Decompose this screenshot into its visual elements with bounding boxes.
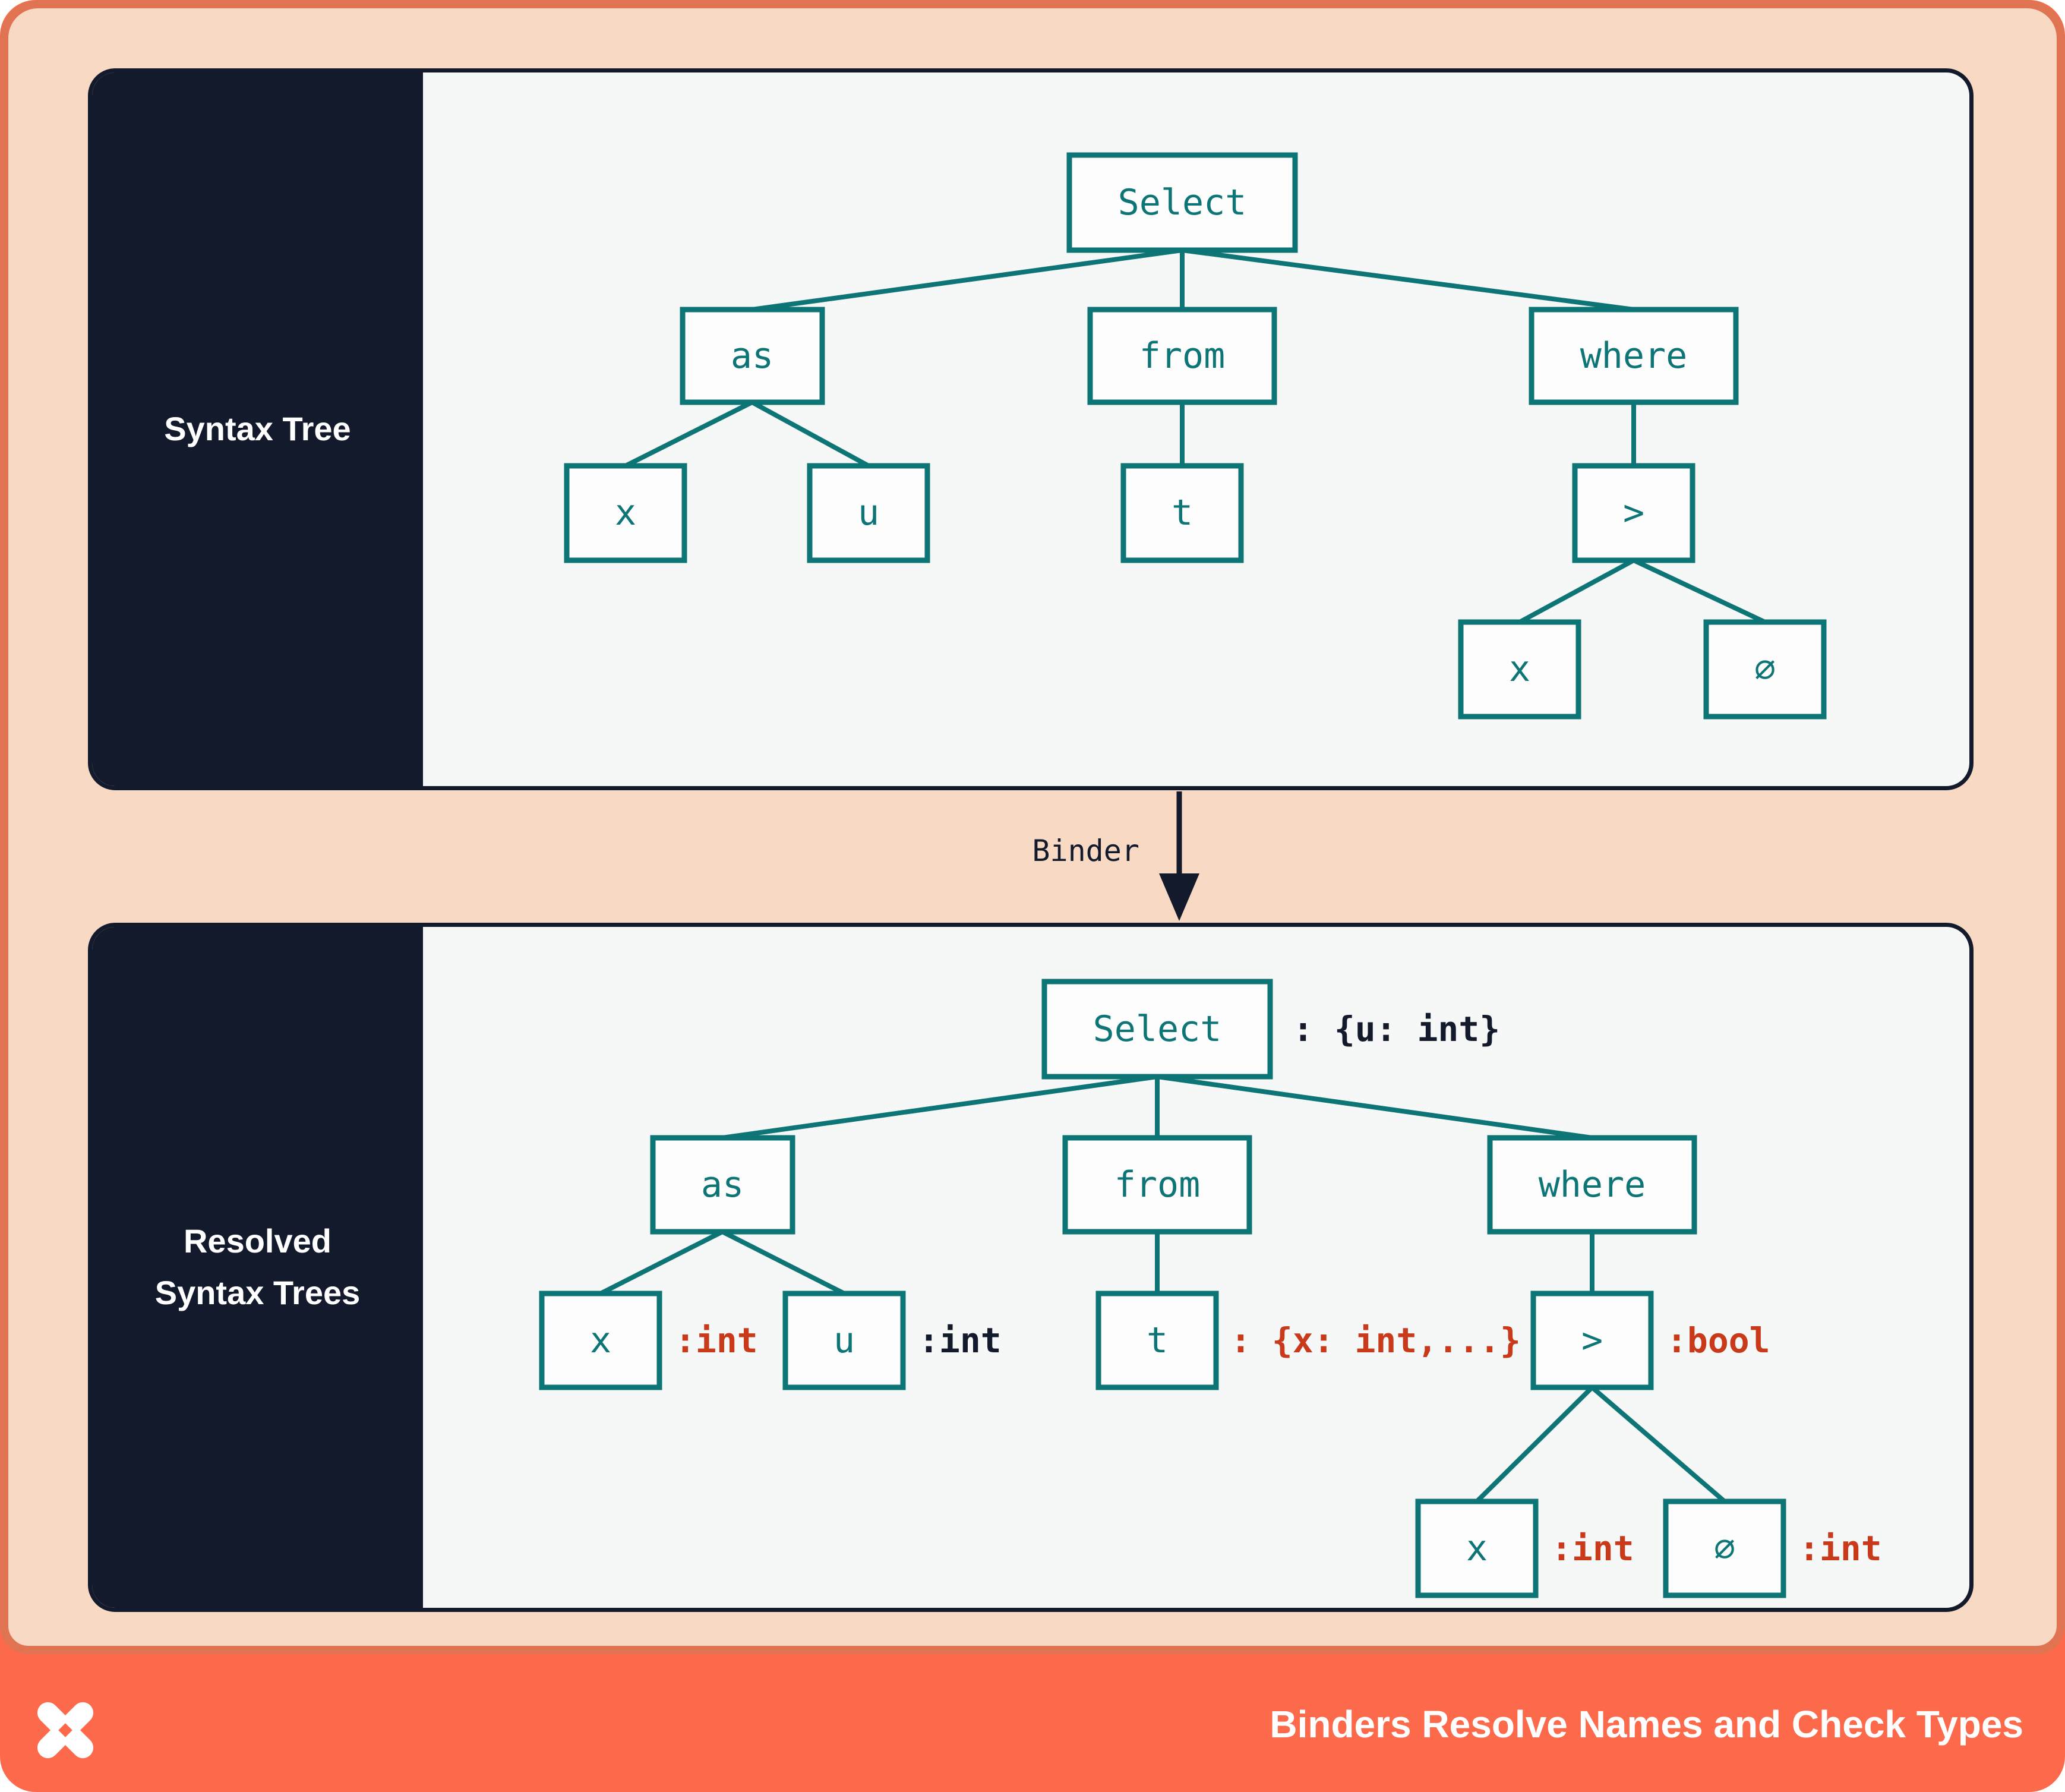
footer-title: Binders Resolve Names and Check Types — [1270, 1703, 2023, 1746]
node-box-t — [1095, 1291, 1219, 1390]
resolved-syntax-trees-panel: Resolved Syntax Trees Select — [88, 923, 1974, 1612]
node-label-where: where — [1580, 335, 1688, 377]
edge-as-x — [624, 400, 753, 468]
syntax-tree-panel: Syntax Tree Select — [88, 68, 1974, 790]
tree-node-x1: x — [539, 1291, 662, 1390]
tree-node-gt: > — [1530, 1291, 1654, 1390]
edge-gt-zero — [1633, 558, 1766, 624]
tree-node-zero: ∅ — [1703, 619, 1827, 720]
binder-label: Binder — [1032, 834, 1139, 868]
node-box-select — [1066, 152, 1298, 253]
resolved-label-line1: Resolved — [183, 1222, 331, 1260]
node-label-zero: ∅ — [1754, 648, 1776, 690]
node-label-t: t — [1147, 1320, 1168, 1361]
tree-node-x1: x — [564, 463, 687, 563]
tree-node-select: Select — [1066, 152, 1298, 253]
node-box-where — [1529, 307, 1739, 405]
node-box-select — [1041, 979, 1273, 1080]
node-box-x1 — [539, 1291, 662, 1390]
edge-as-u — [751, 400, 870, 468]
node-box-where — [1487, 1135, 1697, 1235]
edge-gt-x — [1518, 558, 1635, 624]
node-label-u: u — [833, 1320, 855, 1361]
node-box-x2 — [1458, 619, 1581, 720]
tree-node-gt: > — [1572, 463, 1695, 563]
node-label-select: Select — [1093, 1008, 1222, 1050]
node-label-as: as — [701, 1164, 744, 1206]
tree-node-u: u — [782, 1291, 906, 1390]
syntax-tree-svg: Select as from where x — [564, 152, 1827, 720]
type-annotation-u: :int — [918, 1320, 1002, 1361]
node-label-x2: x — [1509, 648, 1530, 690]
tree-node-where: where — [1529, 307, 1739, 405]
tree-node-x2: x — [1458, 619, 1581, 720]
type-annotation-x2: :int — [1551, 1528, 1634, 1569]
edge-gt-zero — [1590, 1385, 1726, 1504]
node-label-x1: x — [590, 1320, 611, 1361]
edge-select-where — [1182, 248, 1634, 312]
node-box-as — [680, 307, 825, 405]
edge-gt-x — [1475, 1386, 1594, 1503]
resolved-syntax-trees-svg: Select : {u: int} as from where x — [539, 979, 1882, 1598]
node-label-x2: x — [1466, 1528, 1488, 1569]
node-label-select: Select — [1118, 182, 1247, 223]
resolved-syntax-trees-panel-label: Resolved Syntax Trees — [155, 1216, 361, 1319]
node-label-where: where — [1539, 1164, 1646, 1206]
x-logo-center-diamond — [58, 1723, 72, 1737]
syntax-tree-sidebar: Syntax Tree — [92, 72, 423, 786]
node-box-t — [1120, 463, 1244, 563]
tree-node-x2: x — [1415, 1498, 1539, 1598]
binder-arrow-icon — [1159, 791, 1199, 921]
edge-as-u — [721, 1229, 845, 1296]
node-label-gt: > — [1581, 1320, 1603, 1361]
edge-select-where — [1157, 1074, 1593, 1140]
node-box-u — [807, 463, 930, 563]
node-label-from: from — [1114, 1164, 1201, 1206]
node-label-zero: ∅ — [1714, 1528, 1735, 1569]
tree-node-u: u — [807, 463, 930, 563]
syntax-tree-panel-label: Syntax Tree — [164, 410, 351, 448]
node-label-x1: x — [615, 492, 636, 534]
node-box-gt — [1530, 1291, 1654, 1390]
node-box-zero — [1663, 1498, 1786, 1598]
node-label-as: as — [731, 335, 773, 377]
edge-as-x — [599, 1229, 724, 1296]
tree-node-zero: ∅ — [1663, 1498, 1786, 1598]
node-box-from — [1087, 307, 1277, 405]
node-label-gt: > — [1623, 492, 1644, 534]
syntax-tree-content: Select as from where x — [423, 72, 1969, 786]
node-label-from: from — [1139, 335, 1226, 377]
node-box-x2 — [1415, 1498, 1539, 1598]
node-box-as — [650, 1135, 795, 1235]
edge-select-as — [752, 248, 1183, 312]
binder-arrow-head — [1159, 873, 1199, 921]
resolved-syntax-trees-content: Select : {u: int} as from where x — [423, 927, 1969, 1608]
tree-node-t: t — [1095, 1291, 1219, 1390]
node-label-u: u — [858, 492, 879, 534]
tree-node-t: t — [1120, 463, 1244, 563]
tree-node-where: where — [1487, 1135, 1697, 1235]
tree-node-as: as — [650, 1135, 795, 1235]
x-logo-icon — [37, 1702, 94, 1759]
resolved-syntax-trees-sidebar: Resolved Syntax Trees — [92, 927, 423, 1608]
type-annotation-x1: :int — [675, 1320, 758, 1361]
tree-node-from: from — [1062, 1135, 1252, 1235]
node-box-u — [782, 1291, 906, 1390]
node-box-x1 — [564, 463, 687, 563]
tree-node-select: Select — [1041, 979, 1273, 1080]
type-annotation-zero: :int — [1799, 1528, 1882, 1569]
node-box-gt — [1572, 463, 1695, 563]
node-box-zero — [1703, 619, 1827, 720]
type-annotation-gt: :bool — [1666, 1320, 1770, 1361]
node-label-t: t — [1172, 492, 1193, 534]
type-annotation-select: : {u: int} — [1293, 1009, 1500, 1049]
node-box-from — [1062, 1135, 1252, 1235]
edge-select-as — [722, 1074, 1158, 1140]
resolved-label-line2: Syntax Trees — [154, 1274, 361, 1311]
tree-node-from: from — [1087, 307, 1277, 405]
type-annotation-t: : {x: int,...} — [1230, 1320, 1521, 1361]
tree-node-as: as — [680, 307, 825, 405]
